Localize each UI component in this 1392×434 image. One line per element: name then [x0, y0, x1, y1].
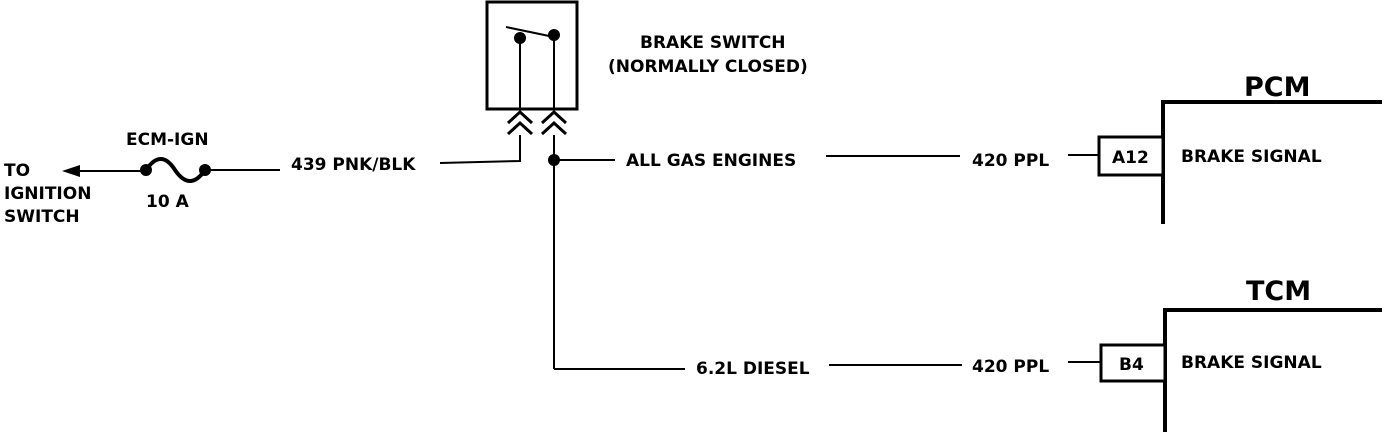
fuse-symbol [140, 157, 211, 183]
brake-switch-subtitle: (NORMALLY CLOSED) [608, 57, 808, 77]
tcm-module-outline [1163, 308, 1382, 432]
input-wire-label: 439 PNK/BLK [291, 155, 416, 175]
diesel-wire-label: 420 PPL [972, 357, 1049, 377]
to-label: TO [4, 161, 30, 181]
switch-label: SWITCH [4, 207, 80, 227]
tcm-title: TCM [1246, 276, 1311, 307]
gas-engines-label: ALL GAS ENGINES [626, 151, 796, 171]
switch-contacts [505, 26, 560, 109]
ignition-label: IGNITION [4, 184, 91, 204]
pcm-signal-label: BRAKE SIGNAL [1181, 147, 1322, 167]
tcm-pin-label: B4 [1119, 355, 1144, 375]
input-wire [439, 135, 521, 164]
fuse-name: ECM-IGN [126, 130, 209, 150]
fuse-rating: 10 A [146, 192, 190, 212]
diesel-label: 6.2L DIESEL [696, 359, 810, 379]
pcm-title: PCM [1244, 72, 1310, 103]
arrow-left-icon [62, 165, 142, 177]
tcm-signal-label: BRAKE SIGNAL [1181, 353, 1322, 373]
gas-wire-label: 420 PPL [972, 151, 1049, 171]
pcm-module-outline [1161, 100, 1382, 224]
connector-chevron-icon [540, 109, 568, 136]
pcm-pin-label: A12 [1112, 148, 1149, 168]
pcm-pin-box [1097, 135, 1165, 177]
brake-switch-title: BRAKE SWITCH [640, 33, 786, 53]
brake-switch-box [485, 0, 579, 111]
connector-chevron-icon [506, 109, 534, 136]
tcm-pin-box [1099, 343, 1167, 383]
